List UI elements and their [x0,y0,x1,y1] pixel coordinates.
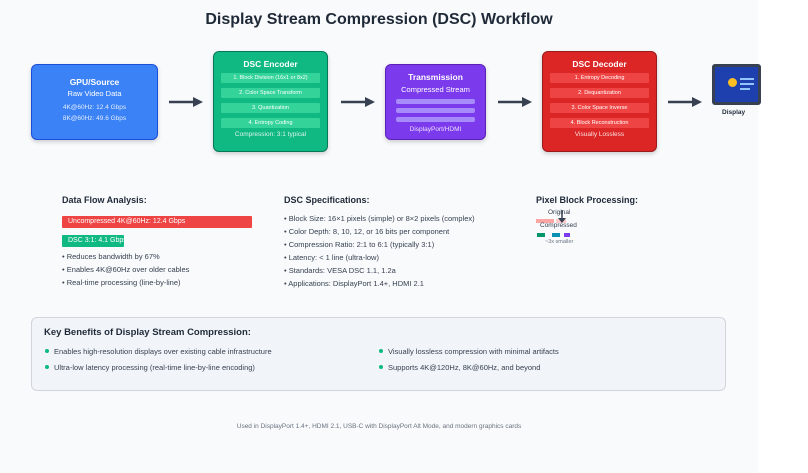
pixel-compressed-label: Compressed [540,222,577,229]
benefits-panel [31,317,726,391]
stream-bar [396,108,475,113]
bullet-dot-icon [379,365,383,369]
decoder-step: 2. Dequantization [550,88,649,98]
decoder-step: 3. Color Space Inverse [550,103,649,113]
data-flow-bullet: • Real-time processing (line-by-line) [62,278,181,287]
compressed-block [552,233,560,237]
encoder-step: 2. Color Space Transform [221,88,320,98]
pixel-title: Pixel Block Processing: [536,195,639,205]
bullet-dot-icon [379,349,383,353]
dsc-encoder-box: DSC Encoder 1. Block Division (16x1 or 8… [213,51,328,152]
benefit-item: Enables high-resolution displays over ex… [54,347,272,356]
monitor-line [740,83,754,85]
spec-item: • Color Depth: 8, 10, 12, or 16 bits per… [284,227,450,236]
specs-title: DSC Specifications: [284,195,370,205]
benefits-title: Key Benefits of Display Stream Compressi… [44,327,251,338]
decoder-step: 1. Entropy Decoding [550,73,649,83]
gpu-title: GPU/Source [69,77,120,87]
gpu-source-box: GPU/Source Raw Video Data 4K@60Hz: 12.4 … [31,64,158,140]
uncompressed-bar: Uncompressed 4K@60Hz: 12.4 Gbps [62,216,252,228]
benefit-item: Visually lossless compression with minim… [388,347,559,356]
monitor-line [740,78,754,80]
bullet-dot-icon [45,349,49,353]
decoder-note: Visually Lossless [574,131,625,138]
stream-bar [396,99,475,104]
arrow-right-icon [169,97,203,107]
spec-item: • Block Size: 16×1 pixels (simple) or 8×… [284,214,475,223]
original-block [536,219,554,223]
arrow-right-icon [498,97,532,107]
arrow-down-icon [558,210,566,223]
encoder-step: 1. Block Division (16x1 or 8x2) [221,73,320,83]
encoder-title: DSC Encoder [243,59,298,69]
compressed-block [537,233,545,237]
arrow-right-icon [668,97,702,107]
pixel-smaller-label: ~3x smaller [545,239,574,245]
dsc-decoder-box: DSC Decoder 1. Entropy Decoding 2. Dequa… [542,51,657,152]
encoder-step: 4. Entropy Coding [221,118,320,128]
transmission-note: DisplayPort/HDMI [409,126,462,133]
encoder-step: 3. Quantization [221,103,320,113]
spec-item: • Compression Ratio: 2:1 to 6:1 (typical… [284,240,435,249]
stream-bar [396,117,475,122]
spec-item: • Applications: DisplayPort 1.4+, HDMI 2… [284,279,424,288]
benefit-item: Ultra-low latency processing (real-time … [54,363,255,372]
compressed-block [564,233,570,237]
monitor-dot [728,78,737,87]
data-flow-bullet: • Reduces bandwidth by 67% [62,252,160,261]
data-flow-bullet: • Enables 4K@60Hz over older cables [62,265,190,274]
spec-item: • Standards: VESA DSC 1.1, 1.2a [284,266,396,275]
gpu-rate-8k: 8K@60Hz: 49.6 Gbps [62,115,127,122]
transmission-title: Transmission [408,72,463,82]
bullet-dot-icon [45,365,49,369]
transmission-box: Transmission Compressed Stream DisplayPo… [385,64,486,140]
decoder-step: 4. Block Reconstruction [550,118,649,128]
compressed-bar: DSC 3:1: 4.1 Gbps [62,235,127,247]
encoder-note: Compression: 3:1 typical [234,131,307,138]
pixel-original-label: Original [548,209,571,216]
monitor-line [740,88,750,90]
decoder-title: DSC Decoder [572,59,627,69]
footer-note: Used in DisplayPort 1.4+, HDMI 2.1, USB-… [236,423,522,430]
display-label: Display [722,109,746,116]
gpu-rate-4k: 4K@60Hz: 12.4 Gbps [62,104,127,111]
gpu-subtitle: Raw Video Data [67,89,122,98]
arrow-right-icon [341,97,375,107]
diagram-title: Display Stream Compression (DSC) Workflo… [205,11,553,28]
spec-item: • Latency: < 1 line (ultra-low) [284,253,379,262]
data-flow-title: Data Flow Analysis: [62,195,147,205]
benefit-item: Supports 4K@120Hz, 8K@60Hz, and beyond [388,363,541,372]
transmission-subtitle: Compressed Stream [401,85,470,94]
